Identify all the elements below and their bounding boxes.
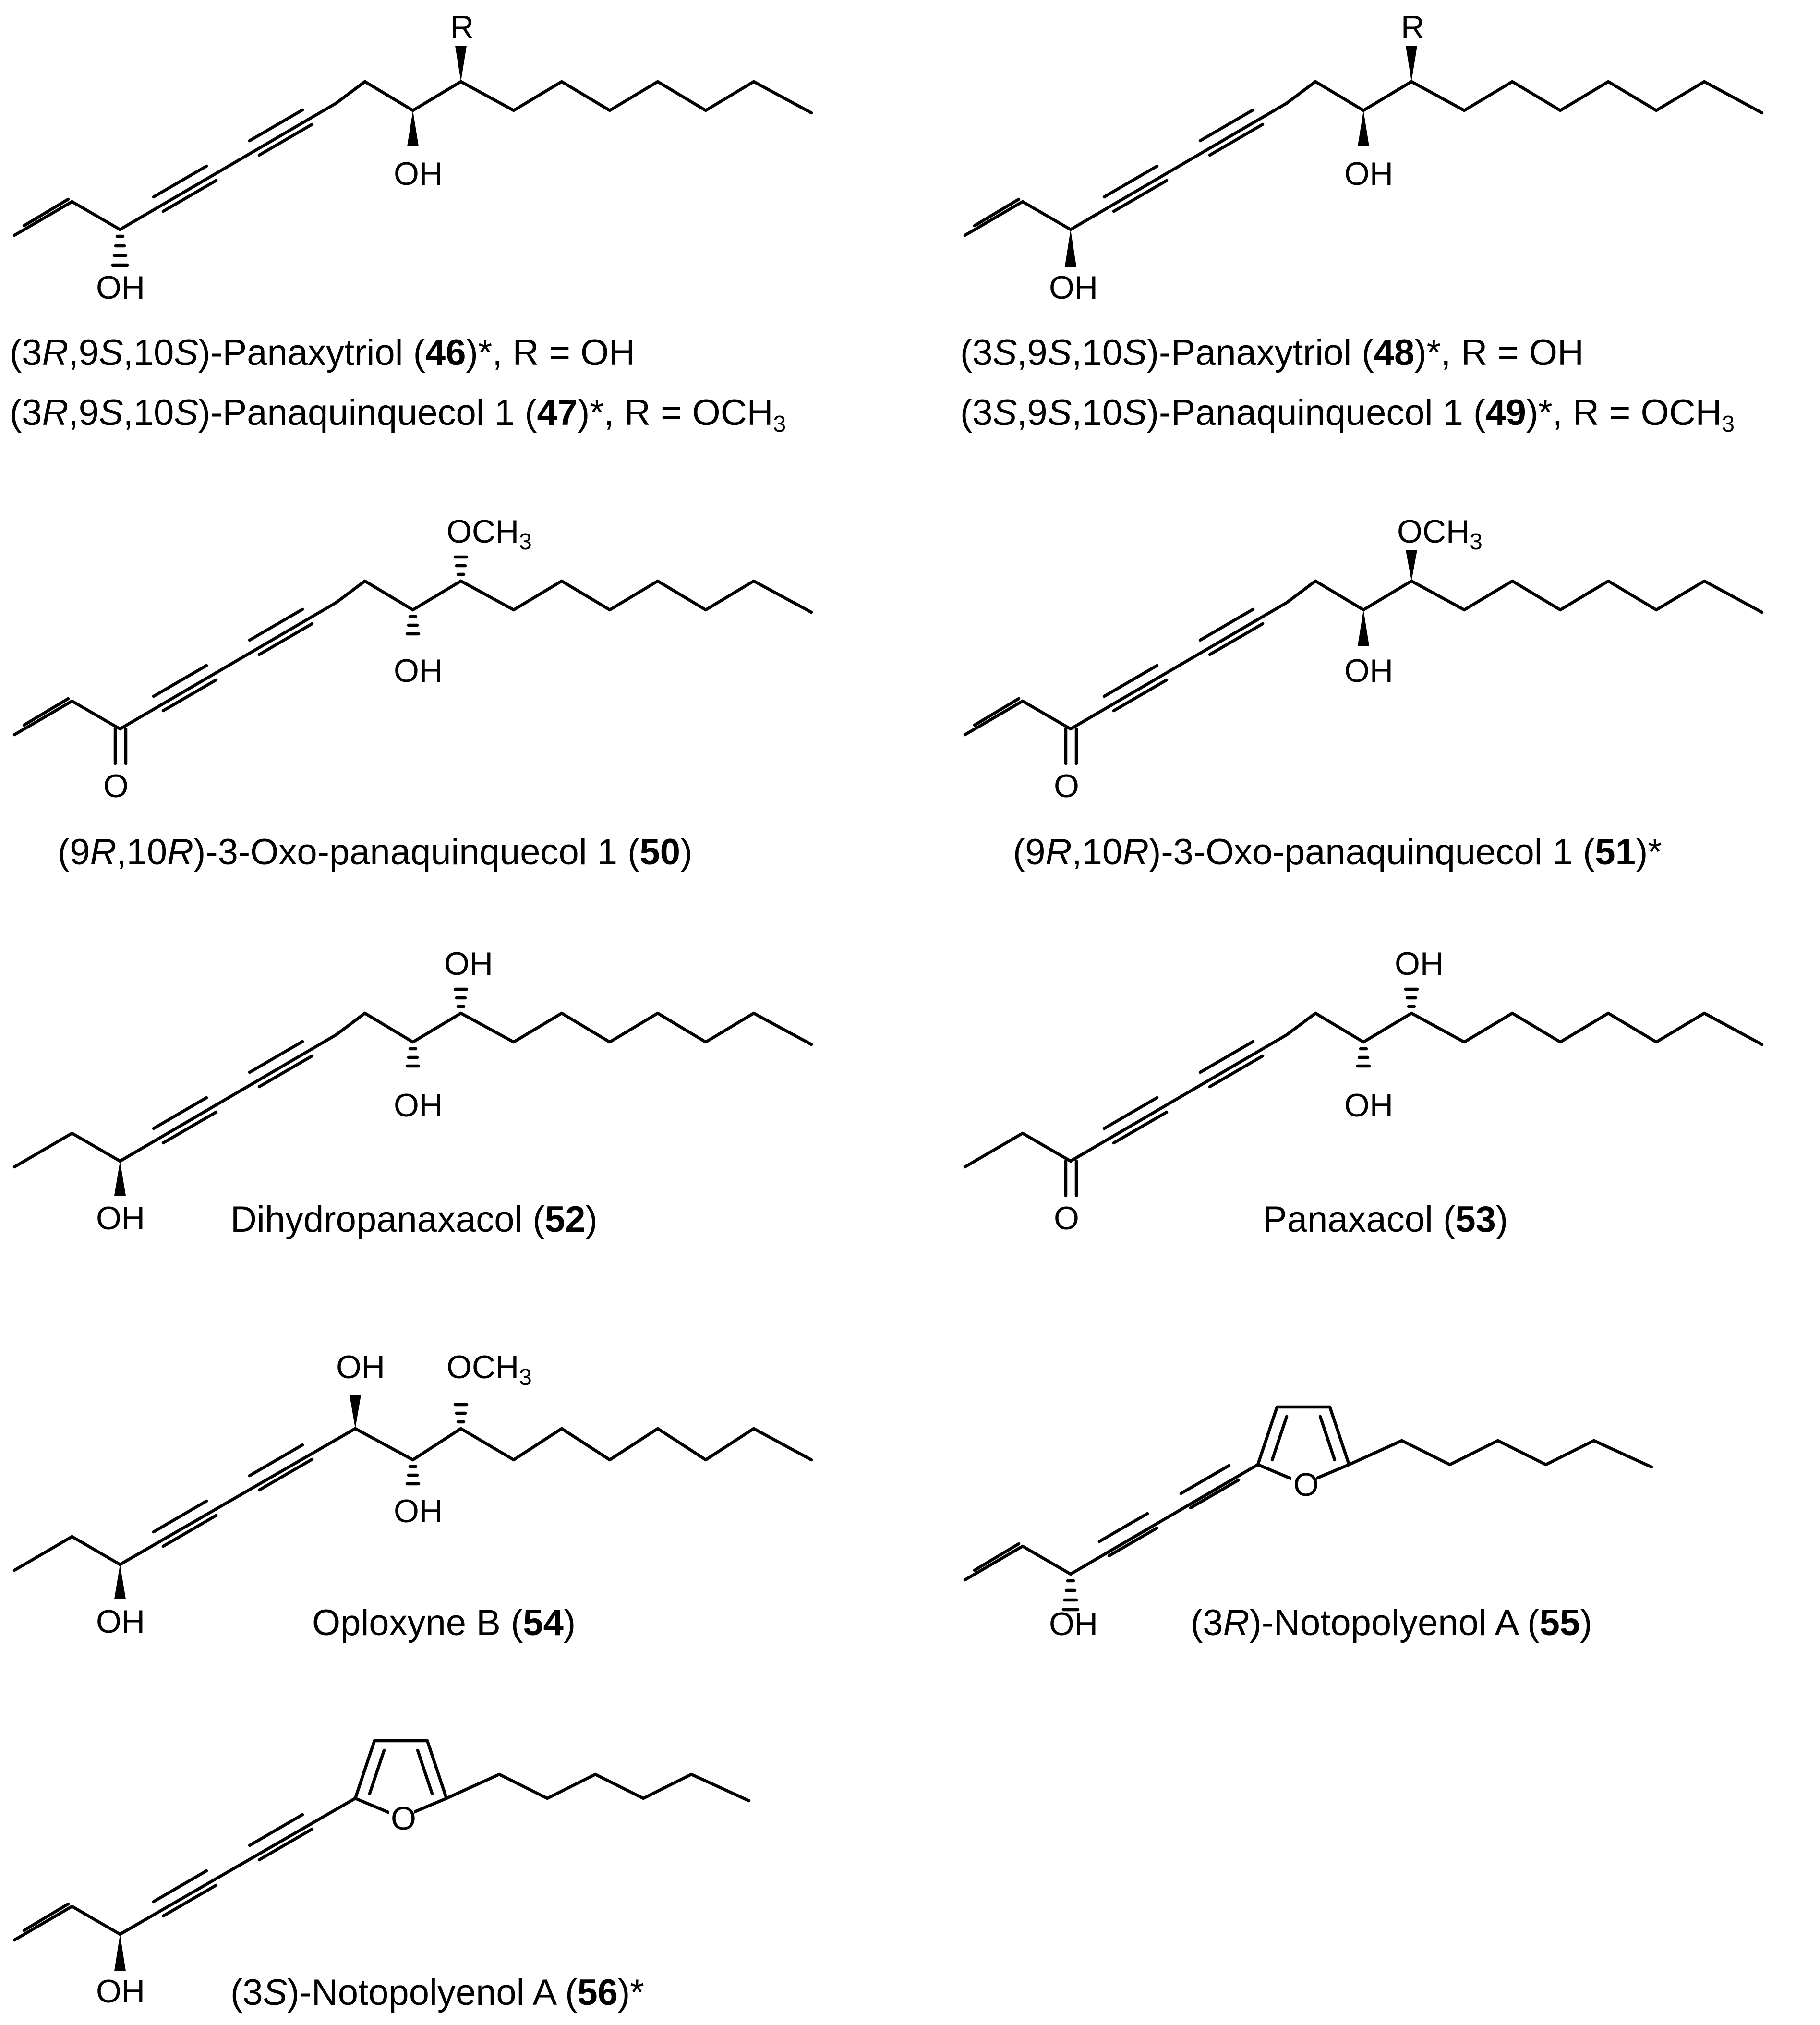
hashed-bond: [453, 1403, 469, 1424]
caption-54: Oploxyne B (54): [312, 1602, 576, 1643]
r-label: R: [450, 9, 474, 46]
hashed-bond: [405, 1047, 421, 1068]
caption-50: (9R,10R)-3-Oxo-panaquinquecol 1 (50): [58, 832, 692, 873]
structure-51: O OH OCH3: [963, 513, 1764, 804]
structure-48-49: OH OH R: [963, 9, 1764, 306]
oh-label: OH: [1344, 653, 1393, 689]
caption-51: (9R,10R)-3-Oxo-panaquinquecol 1 (51)*: [1013, 832, 1662, 873]
caption-55: (3R)-Notopolyenol A (55): [1191, 1602, 1592, 1643]
oh-label: OH: [96, 1603, 145, 1640]
oh-label: OH: [444, 946, 493, 982]
oh-label: OH: [96, 269, 145, 306]
oh-label: OH: [96, 1200, 145, 1237]
structure-56: OH O: [12, 1739, 751, 2010]
caption-47: (3R,9S,10S)-Panaquinquecol 1 (47)*, R = …: [10, 392, 786, 437]
structure-54: OH OH OH OCH3: [12, 1349, 813, 1640]
oh-label: OH: [394, 156, 443, 192]
hashed-bond: [1356, 1047, 1371, 1068]
oh-label: OH: [1049, 269, 1098, 306]
caption-46: (3R,9S,10S)-Panaxytriol (46)*, R = OH: [10, 332, 635, 373]
o-label: O: [103, 768, 129, 804]
caption-48: (3S,9S,10S)-Panaxytriol (48)*, R = OH: [960, 332, 1584, 373]
caption-56: (3S)-Notopolyenol A (56)*: [230, 1972, 644, 2013]
oh-label: OH: [1049, 1606, 1098, 1642]
oh-label: OH: [96, 1973, 145, 2010]
hashed-bond: [405, 615, 421, 636]
caption-52: Dihydropanaxacol (52): [230, 1199, 598, 1240]
structure-50: O OH OCH3: [12, 513, 813, 804]
structure-46-47: OH OH R: [12, 9, 813, 306]
o-label: O: [1054, 768, 1079, 804]
caption-49: (3S,9S,10S)-Panaquinquecol 1 (49)*, R = …: [960, 392, 1735, 437]
oh-label: OH: [394, 1087, 443, 1124]
och3-label: OCH3: [1397, 513, 1483, 555]
oh-label: OH: [394, 1493, 443, 1529]
hashed-bond: [1404, 987, 1419, 1008]
hashed-bond: [453, 555, 469, 576]
oh-label: OH: [1395, 946, 1444, 982]
hashed-bond: [453, 987, 469, 1008]
oh-label: OH: [394, 653, 443, 689]
caption-53: Panaxacol (53): [1263, 1199, 1508, 1240]
oh-label: OH: [1344, 1087, 1393, 1124]
furan-o-label: O: [391, 1800, 416, 1837]
hashed-bond: [405, 1465, 421, 1486]
furan-o-label: O: [1293, 1467, 1319, 1503]
structure-53: O OH OH: [963, 946, 1764, 1237]
o-label: O: [1054, 1200, 1079, 1237]
hashed-bond: [1061, 1579, 1080, 1612]
oh-label: OH: [1344, 156, 1393, 192]
oh-label: OH: [336, 1349, 385, 1385]
structure-55: OH O: [963, 1405, 1653, 1642]
r-label: R: [1401, 9, 1424, 46]
hashed-bond: [111, 234, 129, 267]
structure-52: OH OH OH: [12, 946, 813, 1237]
och3-label: OCH3: [446, 1349, 532, 1390]
och3-label: OCH3: [446, 513, 532, 555]
